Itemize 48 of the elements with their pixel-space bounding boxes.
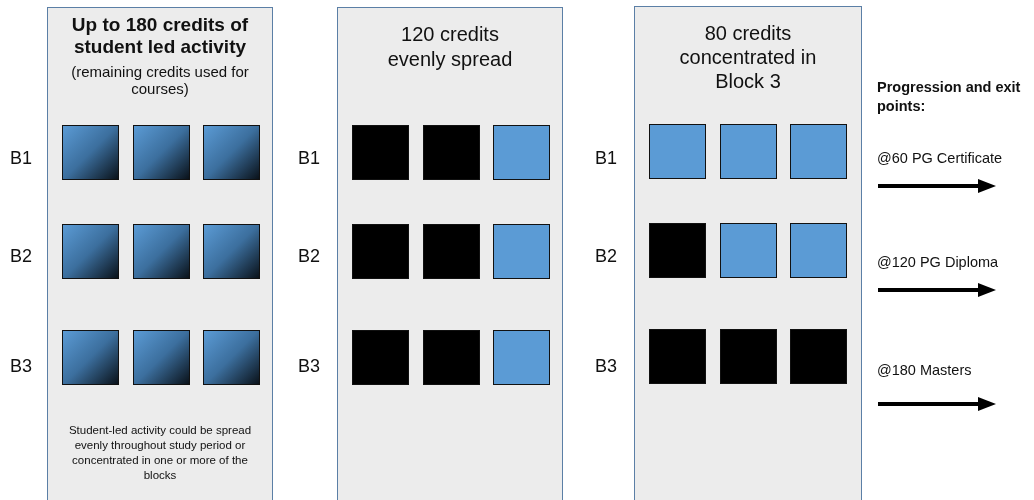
exit-points-heading: Progression and exit points:	[877, 78, 1022, 116]
credit-square	[133, 224, 190, 279]
panel-heading: Up to 180 credits of student led activity	[70, 14, 250, 58]
credit-square	[352, 224, 409, 279]
panel-heading: 120 credits evenly spread	[386, 22, 514, 72]
credit-square	[133, 330, 190, 385]
credit-square	[203, 224, 260, 279]
credit-square	[720, 223, 777, 278]
credit-square	[203, 330, 260, 385]
credit-square	[649, 124, 706, 179]
credit-square	[62, 224, 119, 279]
credit-square	[352, 330, 409, 385]
exit-point-label: @180 Masters	[877, 361, 972, 380]
block-label: B3	[10, 355, 33, 378]
column-panel	[47, 7, 273, 500]
block-label: B1	[298, 147, 321, 170]
credit-square	[423, 125, 480, 180]
credit-square	[649, 223, 706, 278]
credit-square	[423, 224, 480, 279]
block-label: B2	[298, 245, 321, 268]
credit-square	[62, 330, 119, 385]
column-panel	[634, 6, 862, 500]
block-label: B3	[595, 355, 618, 378]
credit-square	[493, 125, 550, 180]
credit-square	[649, 329, 706, 384]
credit-square	[790, 223, 847, 278]
block-label: B2	[595, 245, 618, 268]
credit-square	[133, 125, 190, 180]
panel-note: Student-led activity could be spread evenly throughout study period or concentrated in one or more of the blocks	[67, 423, 253, 483]
credit-square	[62, 125, 119, 180]
credit-square	[720, 329, 777, 384]
exit-point-label: @60 PG Certificate	[877, 149, 1003, 168]
column-panel	[337, 7, 563, 500]
credit-square	[493, 330, 550, 385]
credit-square	[493, 224, 550, 279]
credit-square	[790, 124, 847, 179]
credit-square	[790, 329, 847, 384]
credit-square	[203, 125, 260, 180]
block-label: B2	[10, 245, 33, 268]
credit-square	[352, 125, 409, 180]
panel-subheading: (remaining credits used for courses)	[70, 63, 250, 98]
panel-heading: 80 credits concentrated in Block 3	[678, 21, 818, 93]
credit-square	[423, 330, 480, 385]
credit-square	[720, 124, 777, 179]
block-label: B1	[10, 147, 33, 170]
block-label: B1	[595, 147, 618, 170]
block-label: B3	[298, 355, 321, 378]
exit-point-label: @120 PG Diploma	[877, 253, 999, 272]
